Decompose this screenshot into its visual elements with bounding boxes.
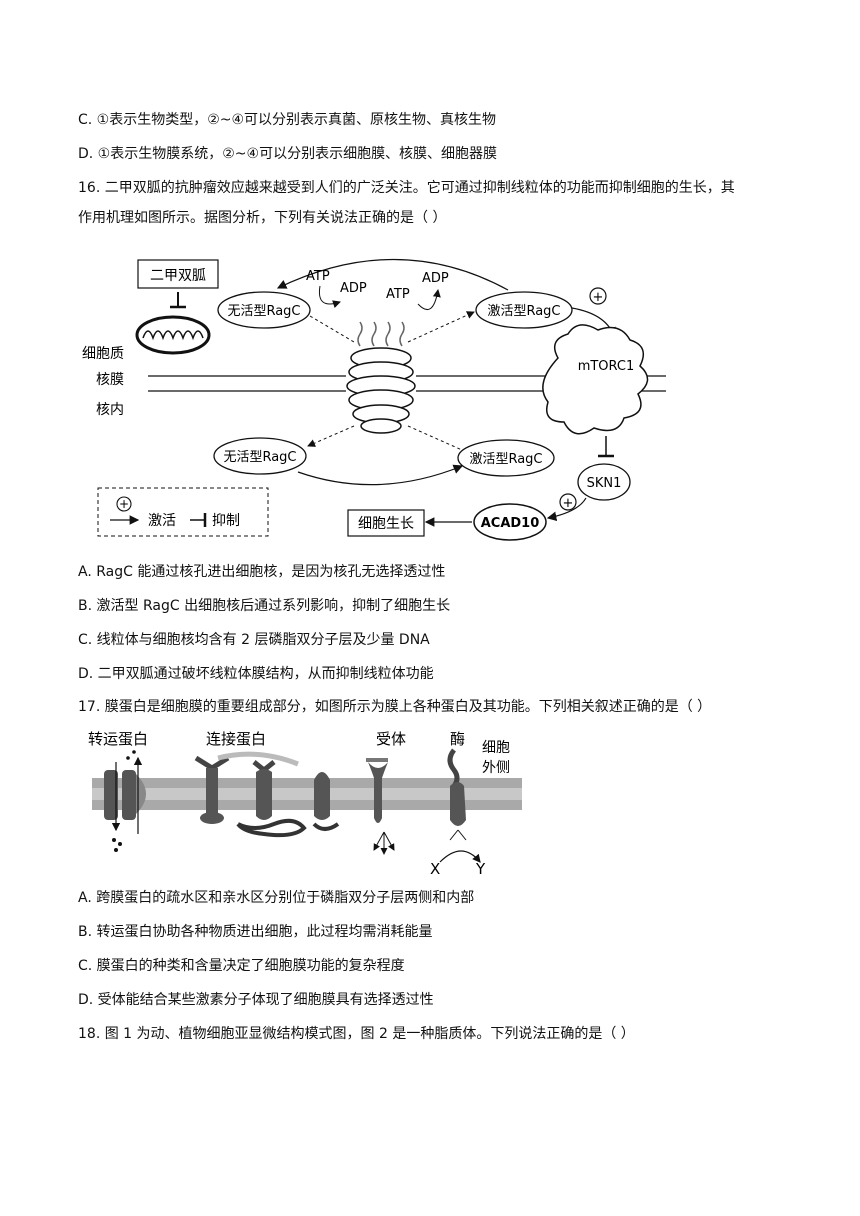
substrate-x: X: [430, 860, 440, 878]
question-16-line2: 作用机理如图所示。据图分析，下列有关说法正确的是（ ）: [78, 210, 447, 226]
legend-inhibit: 抑制: [212, 513, 240, 529]
atp-label-2: ATP: [386, 287, 410, 302]
option-d-q17: D. 受体能结合某些激素分子体现了细胞膜具有选择透过性: [78, 992, 434, 1008]
membrane-protein-diagram: 转运蛋白 连接蛋白 受体 酶 细胞 外侧 X Y: [88, 730, 522, 878]
option-d-q15: D. ①表示生物膜系统，②~④可以分别表示细胞膜、核膜、细胞器膜: [78, 146, 498, 162]
atp-label-1: ATP: [306, 269, 330, 284]
plus-sign-1: +: [593, 290, 604, 305]
option-c-q16: C. 线粒体与细胞核均含有 2 层磷脂双分子层及少量 DNA: [78, 632, 430, 648]
option-d-q16: D. 二甲双胍通过破坏线粒体膜结构，从而抑制线粒体功能: [78, 666, 434, 682]
svg-text:+: +: [119, 497, 129, 511]
cytoplasm-label: 细胞质: [82, 346, 124, 362]
inactive-ragc-top: 无活型RagC: [227, 304, 300, 319]
question-18: 18. 图 1 为动、植物细胞亚显微结构模式图，图 2 是一种脂质体。下列说法正…: [78, 1026, 635, 1042]
drug-label: 二甲双胍: [150, 268, 206, 284]
option-a-q17: A. 跨膜蛋白的疏水区和亲水区分别位于磷脂双分子层两侧和内部: [78, 890, 475, 906]
question-16-line1: 16. 二甲双胍的抗肿瘤效应越来越受到人们的广泛关注。它可通过抑制线粒体的功能而…: [78, 180, 735, 196]
nucleus-inside-label: 核内: [96, 402, 124, 418]
adp-label-1: ADP: [340, 281, 367, 296]
inactive-ragc-bottom: 无活型RagC: [223, 450, 296, 465]
product-y: Y: [475, 860, 486, 878]
nuclear-pore-icon: [346, 321, 416, 434]
mitochondrion-icon: [135, 315, 211, 355]
plus-sign-2: +: [563, 496, 574, 511]
cell-growth-label: 细胞生长: [358, 516, 414, 532]
connector-protein-label: 连接蛋白: [206, 730, 266, 748]
option-c-q17: C. 膜蛋白的种类和含量决定了细胞膜功能的复杂程度: [78, 958, 405, 974]
option-b-q17: B. 转运蛋白协助各种物质进出细胞，此过程均需消耗能量: [78, 924, 433, 940]
option-c-q15: C. ①表示生物类型，②~④可以分别表示真菌、原核生物、真核生物: [78, 112, 497, 128]
cell-outside-label-2: 外侧: [482, 760, 510, 776]
cell-outside-label-1: 细胞: [482, 740, 510, 756]
mtorc1-label: mTORC1: [578, 359, 635, 374]
enzyme-label: 酶: [450, 730, 465, 748]
option-b-q16: B. 激活型 RagC 出细胞核后通过系列影响，抑制了细胞生长: [78, 598, 451, 614]
transport-protein-label: 转运蛋白: [88, 730, 148, 748]
option-a-q16: A. RagC 能通过核孔进出细胞核，是因为核孔无选择透过性: [78, 564, 446, 580]
question-17: 17. 膜蛋白是细胞膜的重要组成部分，如图所示为膜上各种蛋白及其功能。下列相关叙…: [78, 699, 712, 715]
adp-label-2: ADP: [422, 271, 449, 286]
metformin-mechanism-diagram: 二甲双胍 细胞质 核膜 核内 无活型RagC 激活型RagC ATP ADP A…: [82, 258, 666, 541]
legend-activate: 激活: [148, 512, 176, 529]
acad10-label: ACAD10: [481, 516, 540, 531]
skn1-label: SKN1: [587, 476, 622, 491]
receptor-label: 受体: [376, 730, 406, 748]
nuclear-membrane-label: 核膜: [96, 372, 124, 388]
active-ragc-bottom: 激活型RagC: [469, 452, 542, 467]
active-ragc-top: 激活型RagC: [487, 304, 560, 319]
